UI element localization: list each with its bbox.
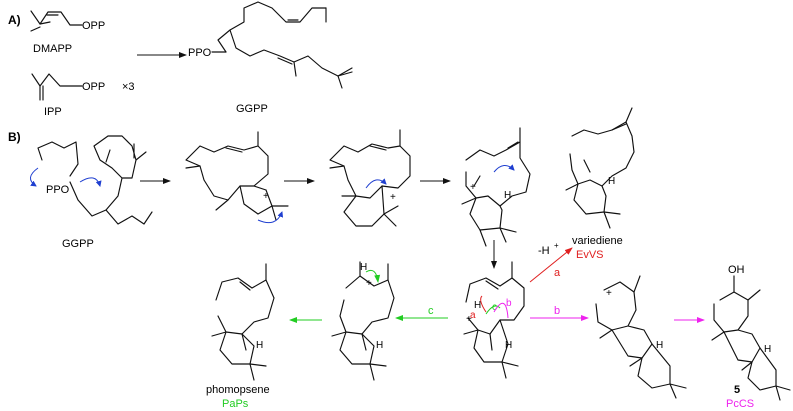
intermediate-2-structure (329, 129, 411, 227)
h-label-green-2: H (376, 340, 383, 351)
variediene-structure (565, 107, 635, 229)
h-label-compound5: H (764, 344, 771, 355)
ppo-label-top: PPO (188, 47, 212, 59)
pccs-label: PcCS (726, 398, 754, 410)
branch-intermediate-structure (463, 261, 525, 379)
h-label-branch-2: H (505, 340, 512, 351)
green-intermediate-structure (331, 261, 395, 381)
curved-arrow-blue-3 (257, 211, 284, 224)
path-a-label: a (554, 267, 561, 279)
ppo-label-b: PPO (46, 184, 70, 196)
h-label-variediene: H (608, 176, 615, 187)
h-label-magenta: H (656, 340, 663, 351)
curved-arrow-blue-2 (79, 177, 102, 187)
curved-arrow-blue-5 (493, 164, 515, 173)
cation-plus-1: + (263, 191, 269, 202)
cation-plus-branch: + (466, 314, 472, 325)
minus-h-label: -H (538, 245, 550, 257)
curved-arrow-green-2 (365, 269, 381, 283)
panel-a-label: A) (8, 13, 21, 27)
h-plus-superscript: + (554, 241, 559, 250)
intermediate-1-structure (185, 131, 289, 221)
compound-5-structure (711, 275, 791, 401)
h-label-branch-1: H (474, 300, 481, 311)
ggpp-label-a: GGPP (236, 103, 268, 115)
cation-plus-3: + (470, 182, 476, 193)
path-c-label: c (428, 305, 434, 317)
ggpp-structure-b (37, 135, 153, 225)
opp-label-dmapp: OPP (82, 20, 105, 32)
dmapp-label: DMAPP (33, 43, 72, 55)
variediene-label: variediene (572, 235, 623, 247)
panel-b-label: B) (8, 130, 21, 144)
ipp-label: IPP (44, 106, 62, 118)
h-label-phomopsene: H (256, 340, 263, 351)
curved-arrow-blue-4 (365, 178, 387, 189)
ggpp-structure-a (211, 1, 353, 89)
h-label-green-1: H (360, 262, 367, 273)
opp-label-ipp: OPP (82, 81, 105, 93)
path-a-inline: a (470, 310, 476, 321)
magenta-intermediate-structure (595, 275, 687, 399)
evvs-label: EvVS (576, 249, 604, 261)
phomopsene-structure (211, 263, 275, 381)
curved-arrow-blue-1 (30, 167, 39, 187)
cation-plus-green: + (366, 278, 372, 289)
intermediate-3-structure (461, 127, 531, 247)
compound-5-label: 5 (734, 384, 740, 396)
path-b-inline: b (506, 298, 512, 309)
ipp-structure (31, 73, 83, 101)
curved-arrow-red (480, 295, 487, 313)
path-b-label: b (554, 305, 560, 317)
phomopsene-label: phomopsene (206, 384, 270, 396)
path-c-inline: c (492, 302, 497, 313)
curved-arrow-green (485, 305, 501, 315)
h-label-i3: H (504, 190, 511, 201)
dmapp-structure (30, 10, 83, 32)
arrow-path-a (529, 247, 573, 283)
curved-arrow-magenta (493, 302, 509, 319)
paps-label: PaPs (222, 398, 249, 410)
times-three-label: ×3 (122, 81, 135, 93)
cation-plus-2: + (390, 192, 396, 203)
cation-plus-magenta: + (606, 288, 612, 299)
oh-label: OH (728, 264, 745, 276)
ggpp-label-b: GGPP (62, 238, 94, 250)
